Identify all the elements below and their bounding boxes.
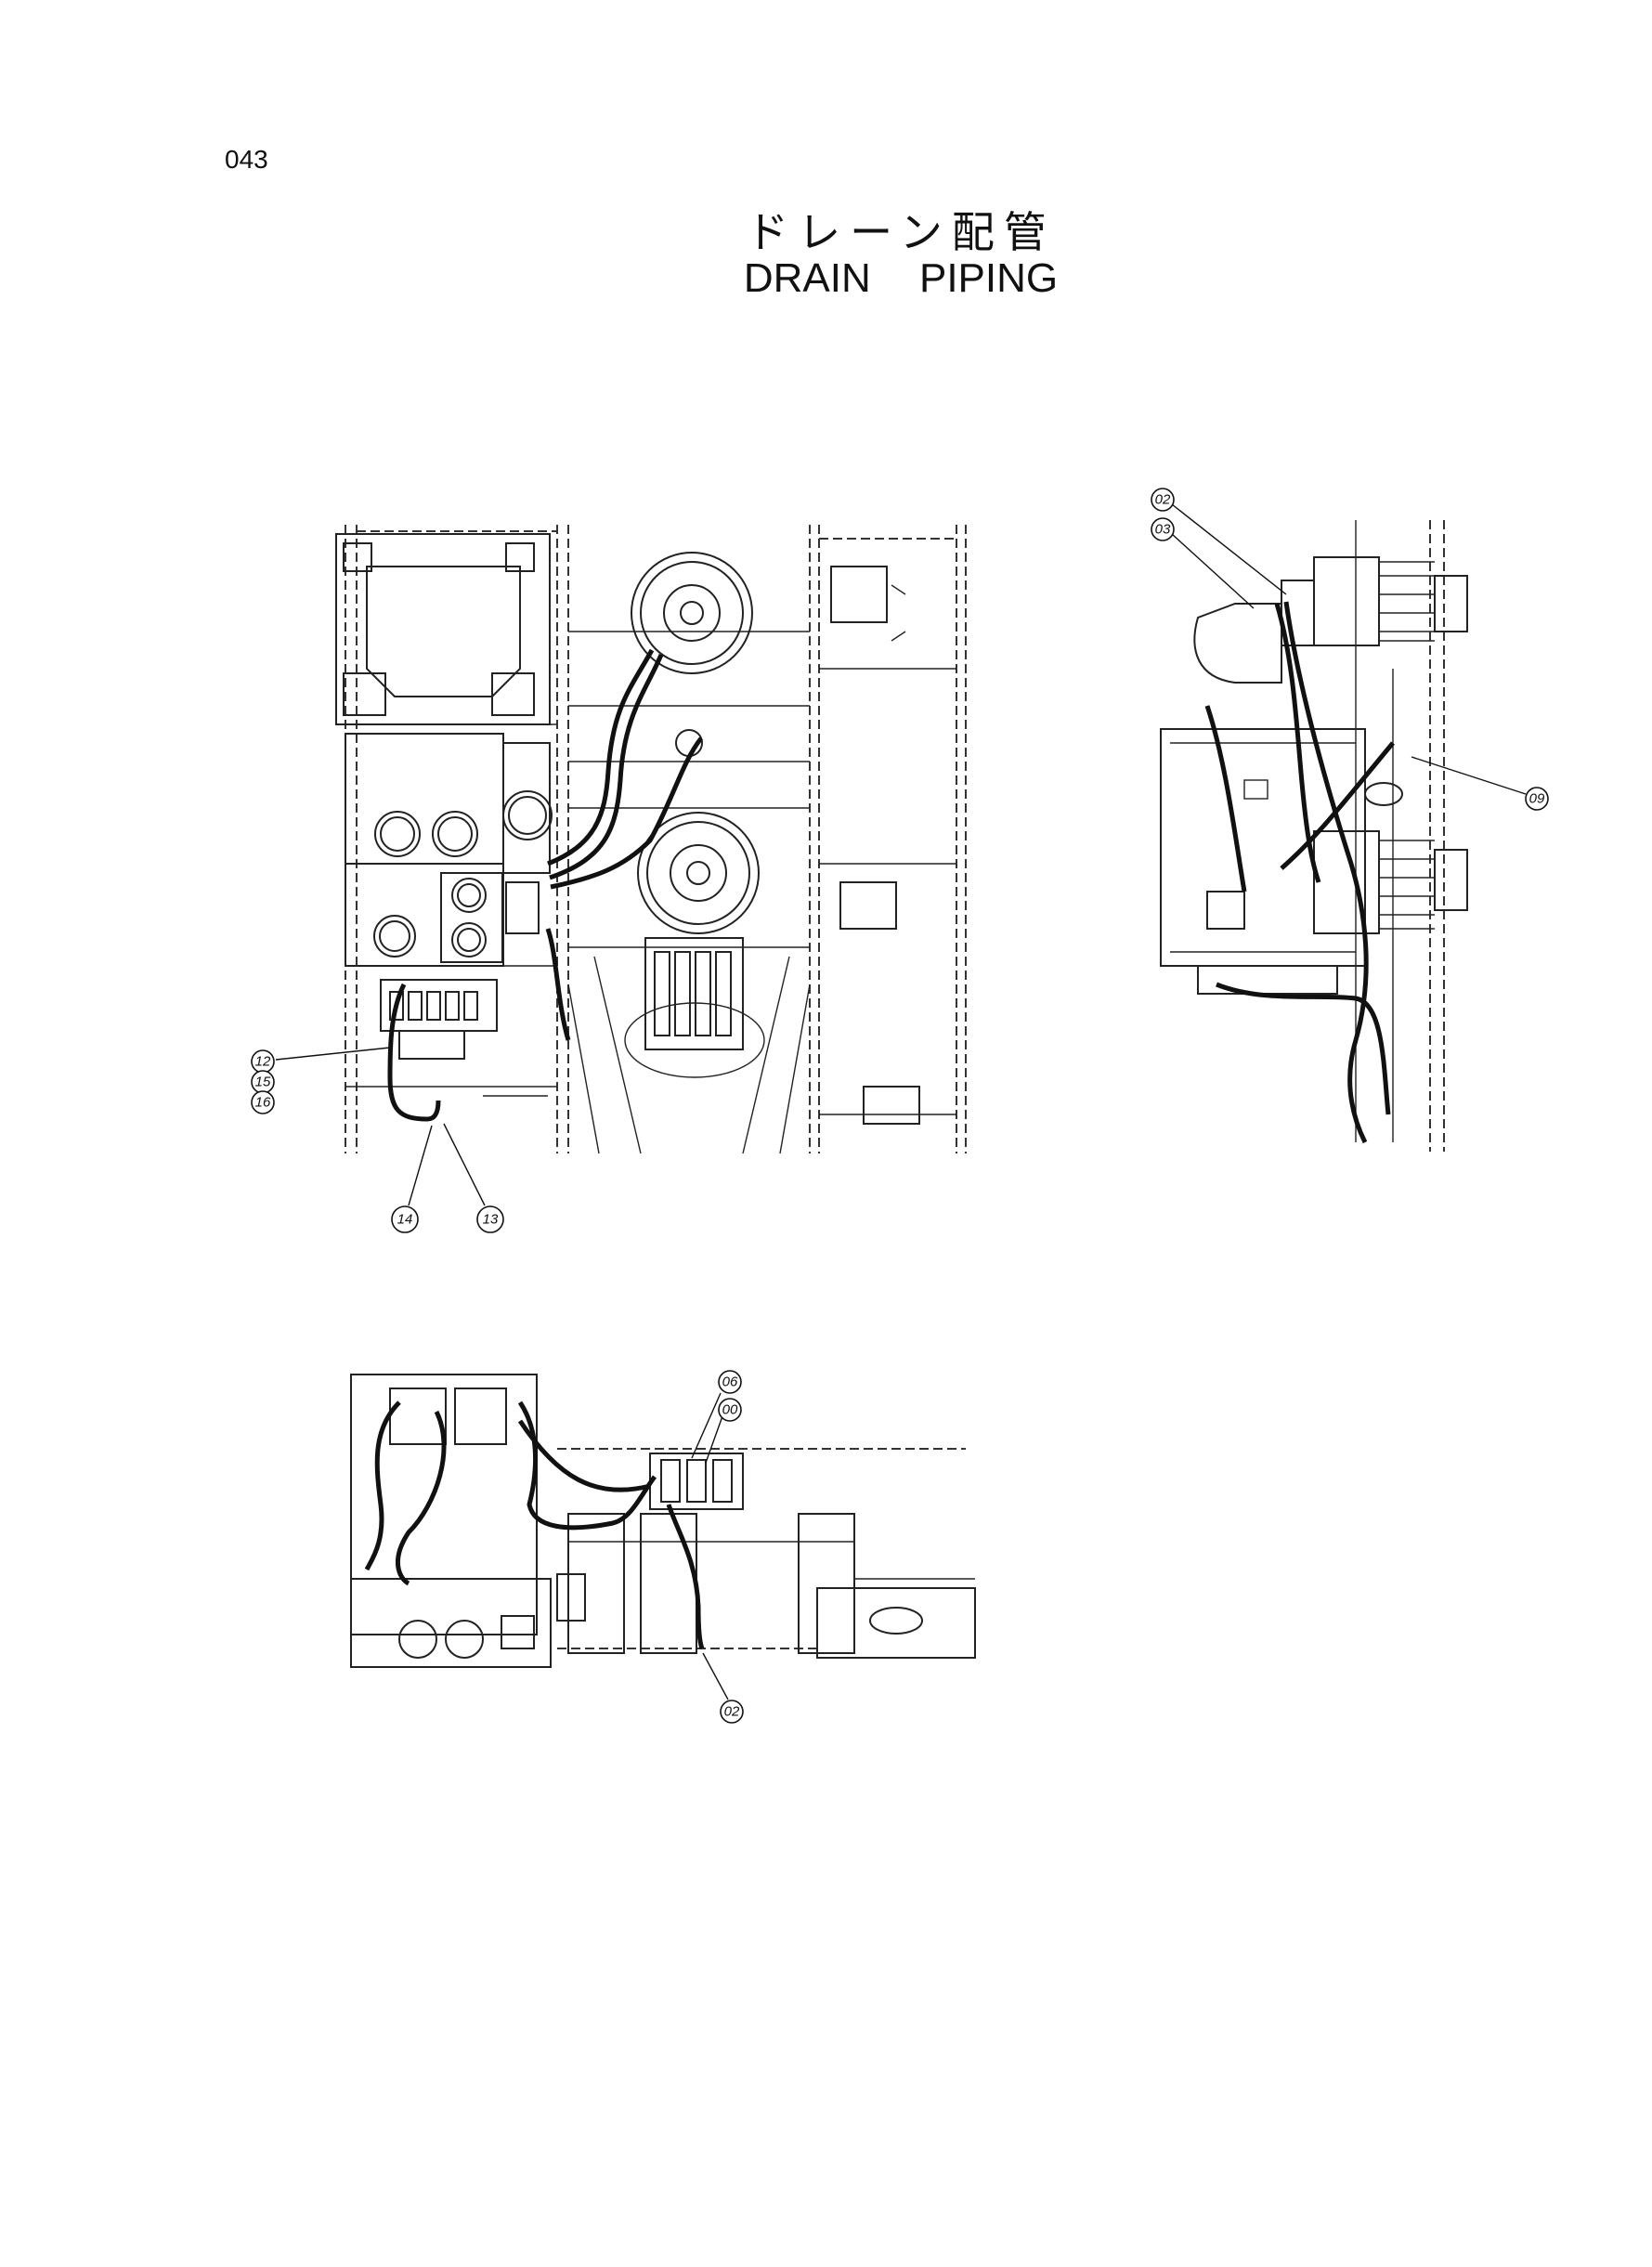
side-view-drawing [1160, 520, 1468, 1152]
callout-14-label: 14 [397, 1212, 413, 1228]
callout-16-label: 16 [255, 1095, 271, 1111]
callout-rear-02-label: 02 [724, 1704, 740, 1720]
callout-rear-02: 02 [702, 1652, 744, 1724]
callout-09-label: 09 [1529, 791, 1545, 807]
callout-15-label: 15 [255, 1075, 271, 1090]
callout-12-label: 12 [255, 1054, 271, 1070]
callout-00: 00 [705, 1398, 742, 1464]
title-japanese: ドレーン配管 [746, 207, 1056, 257]
page-number: 043 [225, 145, 268, 174]
callout-15: 15 [251, 1070, 275, 1094]
rear-view-drawing [350, 1374, 976, 1668]
callout-side-02: 02 [1151, 488, 1287, 595]
callout-03-label: 03 [1155, 522, 1171, 538]
title-english: DRAIN PIPING [743, 255, 1059, 301]
callout-06-label: 06 [722, 1375, 738, 1390]
callout-00-label: 00 [722, 1402, 738, 1418]
callout-09: 09 [1411, 756, 1549, 811]
callout-13: 13 [443, 1123, 504, 1233]
callout-13-label: 13 [483, 1212, 499, 1228]
callout-06: 06 [691, 1370, 742, 1459]
callout-03: 03 [1151, 517, 1255, 609]
top-view-drawing [335, 525, 967, 1154]
callout-14: 14 [391, 1125, 433, 1233]
callout-side-02-label: 02 [1155, 492, 1171, 508]
callout-12: 12 [251, 1047, 391, 1074]
callout-16: 16 [251, 1090, 275, 1114]
